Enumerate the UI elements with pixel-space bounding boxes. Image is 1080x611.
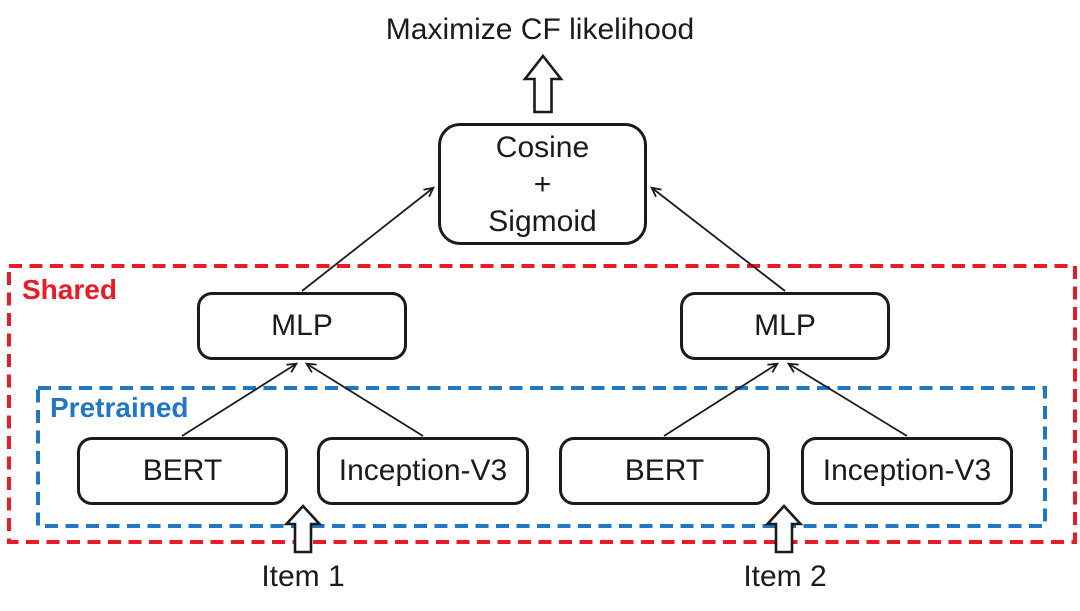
mlp-right-node: MLP <box>680 292 890 360</box>
shared-group-outline <box>7 264 1077 544</box>
inception-left-node: Inception-V3 <box>317 437 529 505</box>
bert-left-node: BERT <box>77 437 288 505</box>
edge-bert-left-to-mlp <box>181 362 299 437</box>
inception-right-node: Inception-V3 <box>801 437 1013 505</box>
edge-mlp-right-to-cosine <box>650 186 786 292</box>
edge-mlp-left-to-cosine <box>301 186 435 292</box>
maximize-up-arrow-icon <box>522 53 564 114</box>
mlp-left-node: MLP <box>197 292 407 360</box>
item1-label: Item 1 <box>261 560 345 593</box>
edge-bert-right-to-mlp <box>663 362 780 437</box>
edge-inception-right-to-mlp <box>786 362 908 437</box>
edge-inception-left-to-mlp <box>304 362 424 437</box>
item2-label: Item 2 <box>743 560 827 593</box>
bert-right-node: BERT <box>559 437 770 505</box>
cosine-line: Cosine <box>495 130 590 164</box>
pretrained-group-label: Pretrained <box>50 392 189 423</box>
sigmoid-line: Sigmoid <box>488 204 597 238</box>
shared-group-label: Shared <box>22 274 117 305</box>
cosine-sigmoid-node: Cosine + Sigmoid <box>438 123 647 245</box>
objective-caption: Maximize CF likelihood <box>385 13 695 46</box>
pretrained-group-outline <box>36 386 1047 528</box>
plus-line: + <box>533 167 552 201</box>
item1-up-arrow-icon <box>283 504 323 554</box>
item2-up-arrow-icon <box>764 504 804 554</box>
